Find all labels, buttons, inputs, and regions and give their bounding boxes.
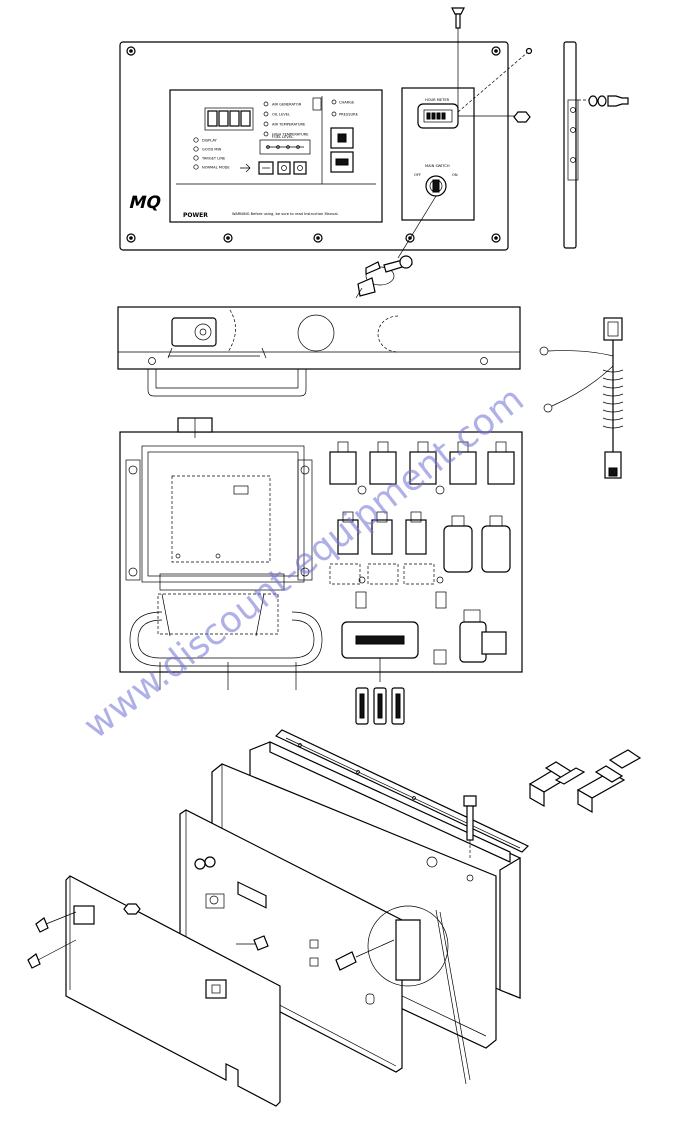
door-screws [27,903,269,969]
auto-button [277,161,291,175]
controller-housing [125,445,313,591]
led-label: GOOD MIN [202,148,222,152]
fuse-holder [312,97,322,111]
alarm-label: OIL LEVEL [272,113,290,117]
screw-icon [253,935,269,951]
led-label: DISPLAY [202,139,218,143]
relays-middle-row [329,511,511,609]
alarm-label: AIR GENERATOR [272,103,302,107]
latch-icon [205,979,227,999]
fuel-level-gauge: FUEL LEVEL [259,135,311,155]
nut-icon [204,856,216,868]
top-flange [274,729,530,853]
hinge-icon [73,905,95,925]
engine-controller-module: DISPLAY GOOD MIN TARGET LINE NORMAL MODE… [127,89,383,223]
screw-icon [27,953,41,969]
hex-nut-icon [513,111,531,123]
fuse-block [341,621,419,725]
bolt-icon [335,951,357,971]
key-pos-on: ON [452,173,458,177]
wiring-harness [539,317,624,479]
key-switch-label: MAIN SWITCH [425,164,450,168]
led-label: NORMAL MODE [202,166,230,170]
relays-top-row [329,441,515,495]
lcd-display [204,107,254,131]
screw-icon [35,917,49,933]
warning-note: WARNING Before using, be sure to read In… [232,212,339,216]
harness-loop [129,593,323,690]
mounting-bracket [117,306,521,397]
hour-meter-back [171,317,217,347]
fuel-level-label: FUEL LEVEL [272,135,293,139]
alarm-label: HIGH TEMPERATURE [272,133,309,137]
internal-component-board [119,417,523,725]
charge-label: CHARGE [339,101,355,105]
hour-meter [417,103,459,129]
key-switch-panel: HOUR METER MAIN SWITCH OFF ON [401,87,475,221]
ignition-keys [355,195,437,299]
vertical-bolt [463,795,477,860]
alarm-lamps: AIR GENERATOR OIL LEVEL AIR TEMPERATURE … [263,101,309,137]
hour-meter-hardware [451,7,533,123]
logo-power: POWER [183,212,208,219]
alarm-label: AIR TEMPERATURE [272,123,306,127]
nut-icon [123,903,141,915]
magnifier-detail [335,905,471,1085]
screw-head-icon [451,7,465,15]
mq-power-logo: MQ POWER [127,193,208,219]
right-indicators: CHARGE PRESSURE [330,99,359,173]
led-label: TARGET LINE [201,157,226,161]
connector-icon [603,317,623,341]
logo-mq: MQ [127,193,163,213]
controller-buttons [240,161,307,175]
panel-side-view [563,41,629,249]
start-button [293,161,307,175]
bolt-icon [607,95,629,107]
key-pos-off: OFF [414,173,421,177]
hour-meter-label: HOUR METER [425,98,450,102]
washer-icon [194,858,206,870]
circuit-breaker [433,609,507,665]
pressure-label: PRESSURE [339,113,359,117]
front-control-panel: DISPLAY GOOD MIN TARGET LINE NORMAL MODE… [119,7,533,299]
access-door [65,875,281,1107]
cable-clamps [528,749,642,814]
enclosure-front-panel [179,809,403,1073]
status-leds: DISPLAY GOOD MIN TARGET LINE NORMAL MODE [193,137,230,170]
enclosure-exploded-view [27,729,642,1107]
